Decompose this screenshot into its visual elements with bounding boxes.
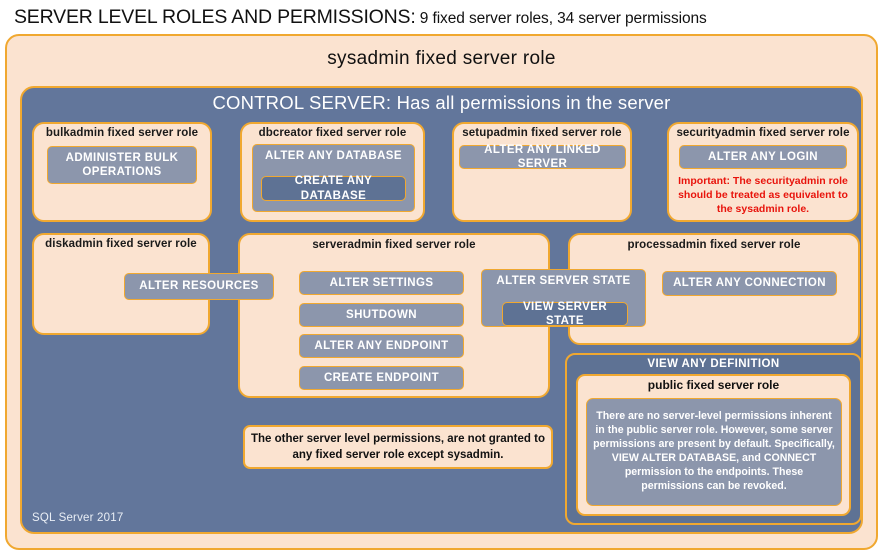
permission-alter-any-endpoint[interactable]: ALTER ANY ENDPOINT: [299, 334, 464, 358]
role-title-securityadmin: securityadmin fixed server role: [676, 127, 850, 139]
permission-alter-any-linked-server[interactable]: ALTER ANY LINKED SERVER: [459, 144, 626, 170]
control-server-label: CONTROL SERVER: Has all permissions in t…: [212, 92, 671, 113]
permission-alter-any-database-label: ALTER ANY DATABASE: [265, 150, 402, 162]
role-title-bulkadmin: bulkadmin fixed server role: [45, 127, 199, 139]
role-title-dbcreator: dbcreator fixed server role: [258, 127, 407, 139]
role-title-public: public fixed server role: [647, 378, 780, 392]
permission-alter-any-login[interactable]: ALTER ANY LOGIN: [679, 145, 847, 169]
page-title-strong: SERVER LEVEL ROLES AND PERMISSIONS:: [14, 6, 416, 28]
public-role-note: There are no server-level permissions in…: [586, 398, 842, 506]
securityadmin-warning: Important: The securityadmin role should…: [678, 175, 848, 216]
role-title-setupadmin: setupadmin fixed server role: [462, 127, 622, 139]
permission-shutdown[interactable]: SHUTDOWN: [299, 303, 464, 327]
page-title: SERVER LEVEL ROLES AND PERMISSIONS: 9 fi…: [14, 6, 874, 32]
role-box-securityadmin: [667, 122, 859, 222]
public-role-note-text: There are no server-level permissions in…: [593, 410, 835, 492]
sysadmin-role-label: sysadmin fixed server role: [327, 48, 556, 69]
role-box-setupadmin: [452, 122, 632, 222]
permission-administer-bulk-operations[interactable]: ADMINISTER BULK OPERATIONS: [47, 146, 197, 184]
permission-alter-any-connection[interactable]: ALTER ANY CONNECTION: [662, 271, 837, 296]
note-box-text: The other server level permissions, are …: [251, 432, 545, 461]
permission-alter-server-state-label: ALTER SERVER STATE: [496, 275, 631, 287]
permission-create-endpoint[interactable]: CREATE ENDPOINT: [299, 366, 464, 390]
role-title-processadmin: processadmin fixed server role: [627, 239, 801, 251]
note-box-other-permissions: The other server level permissions, are …: [243, 425, 553, 469]
permission-view-any-definition-label: VIEW ANY DEFINITION: [647, 358, 780, 370]
role-title-diskadmin: diskadmin fixed server role: [45, 238, 197, 250]
permission-view-server-state[interactable]: VIEW SERVER STATE: [502, 301, 628, 327]
permission-alter-settings[interactable]: ALTER SETTINGS: [299, 271, 464, 295]
page-title-rest: 9 fixed server roles, 34 server permissi…: [415, 10, 707, 27]
permission-alter-resources[interactable]: ALTER RESOURCES: [124, 273, 274, 300]
footer-version-label: SQL Server 2017: [32, 512, 124, 524]
permission-create-any-database[interactable]: CREATE ANY DATABASE: [261, 175, 406, 202]
role-title-serveradmin: serveradmin fixed server role: [312, 239, 476, 251]
